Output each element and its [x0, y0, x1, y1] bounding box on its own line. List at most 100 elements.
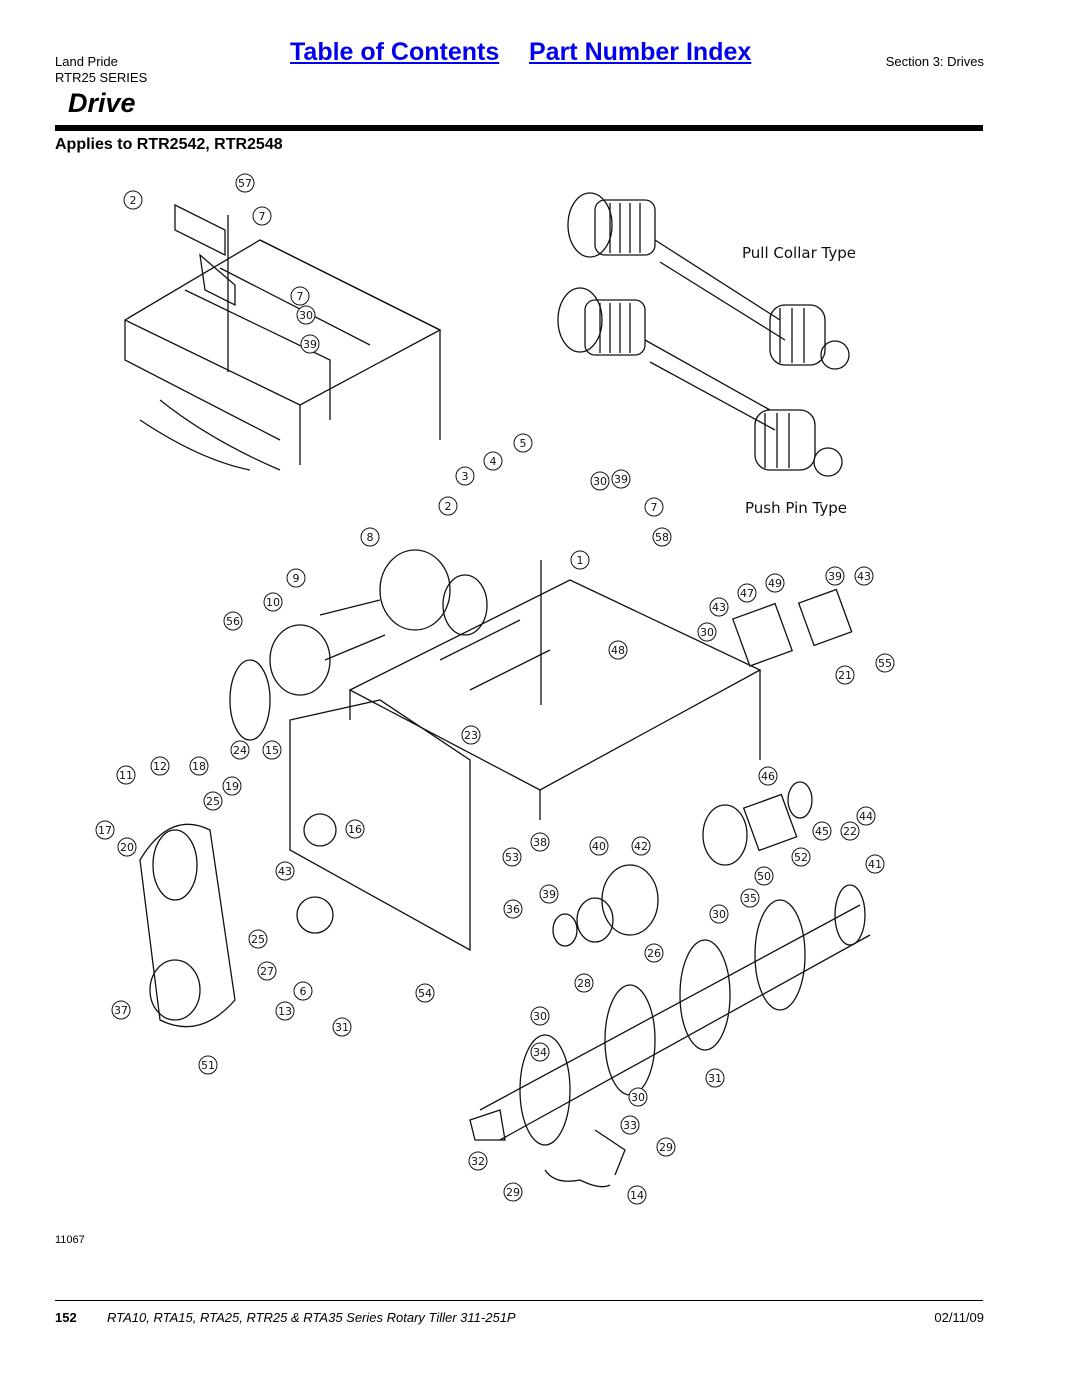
svg-text:46: 46	[761, 770, 775, 783]
callout-30: 30	[530, 1006, 550, 1026]
callout-14: 14	[627, 1185, 647, 1205]
callout-35: 35	[740, 888, 760, 908]
svg-text:29: 29	[506, 1186, 520, 1199]
bearing-assembly-drawing	[552, 588, 853, 947]
callout-43: 43	[709, 597, 729, 617]
svg-text:38: 38	[533, 836, 547, 849]
svg-text:14: 14	[630, 1189, 644, 1202]
callout-3: 3	[455, 466, 475, 486]
callout-12: 12	[150, 756, 170, 776]
svg-text:56: 56	[226, 615, 240, 628]
pto-shaft-push-pin-drawing	[557, 287, 843, 477]
svg-text:29: 29	[659, 1141, 673, 1154]
callout-9: 9	[286, 568, 306, 588]
svg-text:25: 25	[251, 933, 265, 946]
svg-text:30: 30	[533, 1010, 547, 1023]
svg-text:39: 39	[542, 888, 556, 901]
callout-20: 20	[117, 837, 137, 857]
callout-27: 27	[257, 961, 277, 981]
svg-text:9: 9	[293, 572, 300, 585]
callout-24: 24	[230, 740, 250, 760]
callout-44: 44	[856, 806, 876, 826]
svg-text:19: 19	[225, 780, 239, 793]
callout-39: 39	[825, 566, 845, 586]
page-title: Drive	[68, 88, 136, 118]
svg-text:23: 23	[464, 729, 478, 742]
callout-55: 55	[875, 653, 895, 673]
svg-text:8: 8	[367, 531, 374, 544]
svg-text:2: 2	[130, 194, 137, 207]
svg-text:35: 35	[743, 892, 757, 905]
callout-31: 31	[332, 1017, 352, 1037]
callout-31: 31	[705, 1068, 725, 1088]
callout-30: 30	[590, 471, 610, 491]
svg-text:7: 7	[297, 290, 304, 303]
callout-56: 56	[223, 611, 243, 631]
callout-39: 39	[539, 884, 559, 904]
callout-38: 38	[530, 832, 550, 852]
svg-text:50: 50	[757, 870, 771, 883]
svg-text:47: 47	[740, 587, 754, 600]
svg-text:37: 37	[114, 1004, 128, 1017]
svg-text:17: 17	[98, 824, 112, 837]
callout-26: 26	[644, 943, 664, 963]
svg-text:15: 15	[265, 744, 279, 757]
callout-42: 42	[631, 836, 651, 856]
callout-1: 1	[570, 550, 590, 570]
upper-frame-drawing	[123, 203, 442, 471]
callout-30: 30	[628, 1087, 648, 1107]
callout-13: 13	[275, 1001, 295, 1021]
main-frame-drawing	[289, 560, 762, 952]
callout-48: 48	[608, 640, 628, 660]
part-number-index-link[interactable]: Part Number Index	[529, 38, 752, 66]
svg-text:53: 53	[505, 851, 519, 864]
svg-text:43: 43	[712, 601, 726, 614]
callout-57: 57	[235, 173, 255, 193]
callout-18: 18	[189, 756, 209, 776]
tine-shaft-drawing	[469, 884, 871, 1146]
svg-text:3: 3	[462, 470, 469, 483]
svg-text:30: 30	[712, 908, 726, 921]
svg-text:22: 22	[843, 825, 857, 838]
applies-to-heading: Applies to RTR2542, RTR2548	[55, 136, 283, 153]
svg-text:2: 2	[445, 500, 452, 513]
section-name: Section 3: Drives	[885, 54, 984, 69]
manual-title: RTA10, RTA15, RTA25, RTR25 & RTA35 Serie…	[107, 1310, 516, 1325]
svg-text:42: 42	[634, 840, 648, 853]
callout-8: 8	[360, 527, 380, 547]
svg-text:41: 41	[868, 858, 882, 871]
callout-25: 25	[203, 791, 223, 811]
callout-15: 15	[262, 740, 282, 760]
callout-33: 33	[620, 1115, 640, 1135]
callout-41: 41	[865, 854, 885, 874]
svg-text:24: 24	[233, 744, 247, 757]
svg-text:21: 21	[838, 669, 852, 682]
svg-text:52: 52	[794, 851, 808, 864]
chain-case-drawing	[139, 813, 337, 1028]
svg-text:7: 7	[651, 501, 658, 514]
svg-text:5: 5	[520, 437, 527, 450]
svg-text:25: 25	[206, 795, 220, 808]
callout-37: 37	[111, 1000, 131, 1020]
svg-text:30: 30	[631, 1091, 645, 1104]
callout-2: 2	[123, 190, 143, 210]
callout-10: 10	[263, 592, 283, 612]
callout-53: 53	[502, 847, 522, 867]
callout-34: 34	[530, 1042, 550, 1062]
callout-21: 21	[835, 665, 855, 685]
svg-text:30: 30	[593, 475, 607, 488]
svg-text:43: 43	[857, 570, 871, 583]
callout-40: 40	[589, 836, 609, 856]
brand-name: Land Pride	[55, 54, 118, 69]
callout-49: 49	[765, 573, 785, 593]
table-of-contents-link[interactable]: Table of Contents	[290, 38, 500, 66]
callout-22: 22	[840, 821, 860, 841]
page-number: 152	[55, 1310, 77, 1325]
callout-7: 7	[252, 206, 272, 226]
callout-47: 47	[737, 583, 757, 603]
callout-7: 7	[644, 497, 664, 517]
tine-drawing	[544, 1129, 626, 1188]
callout-28: 28	[574, 973, 594, 993]
svg-text:44: 44	[859, 810, 873, 823]
svg-text:32: 32	[471, 1155, 485, 1168]
